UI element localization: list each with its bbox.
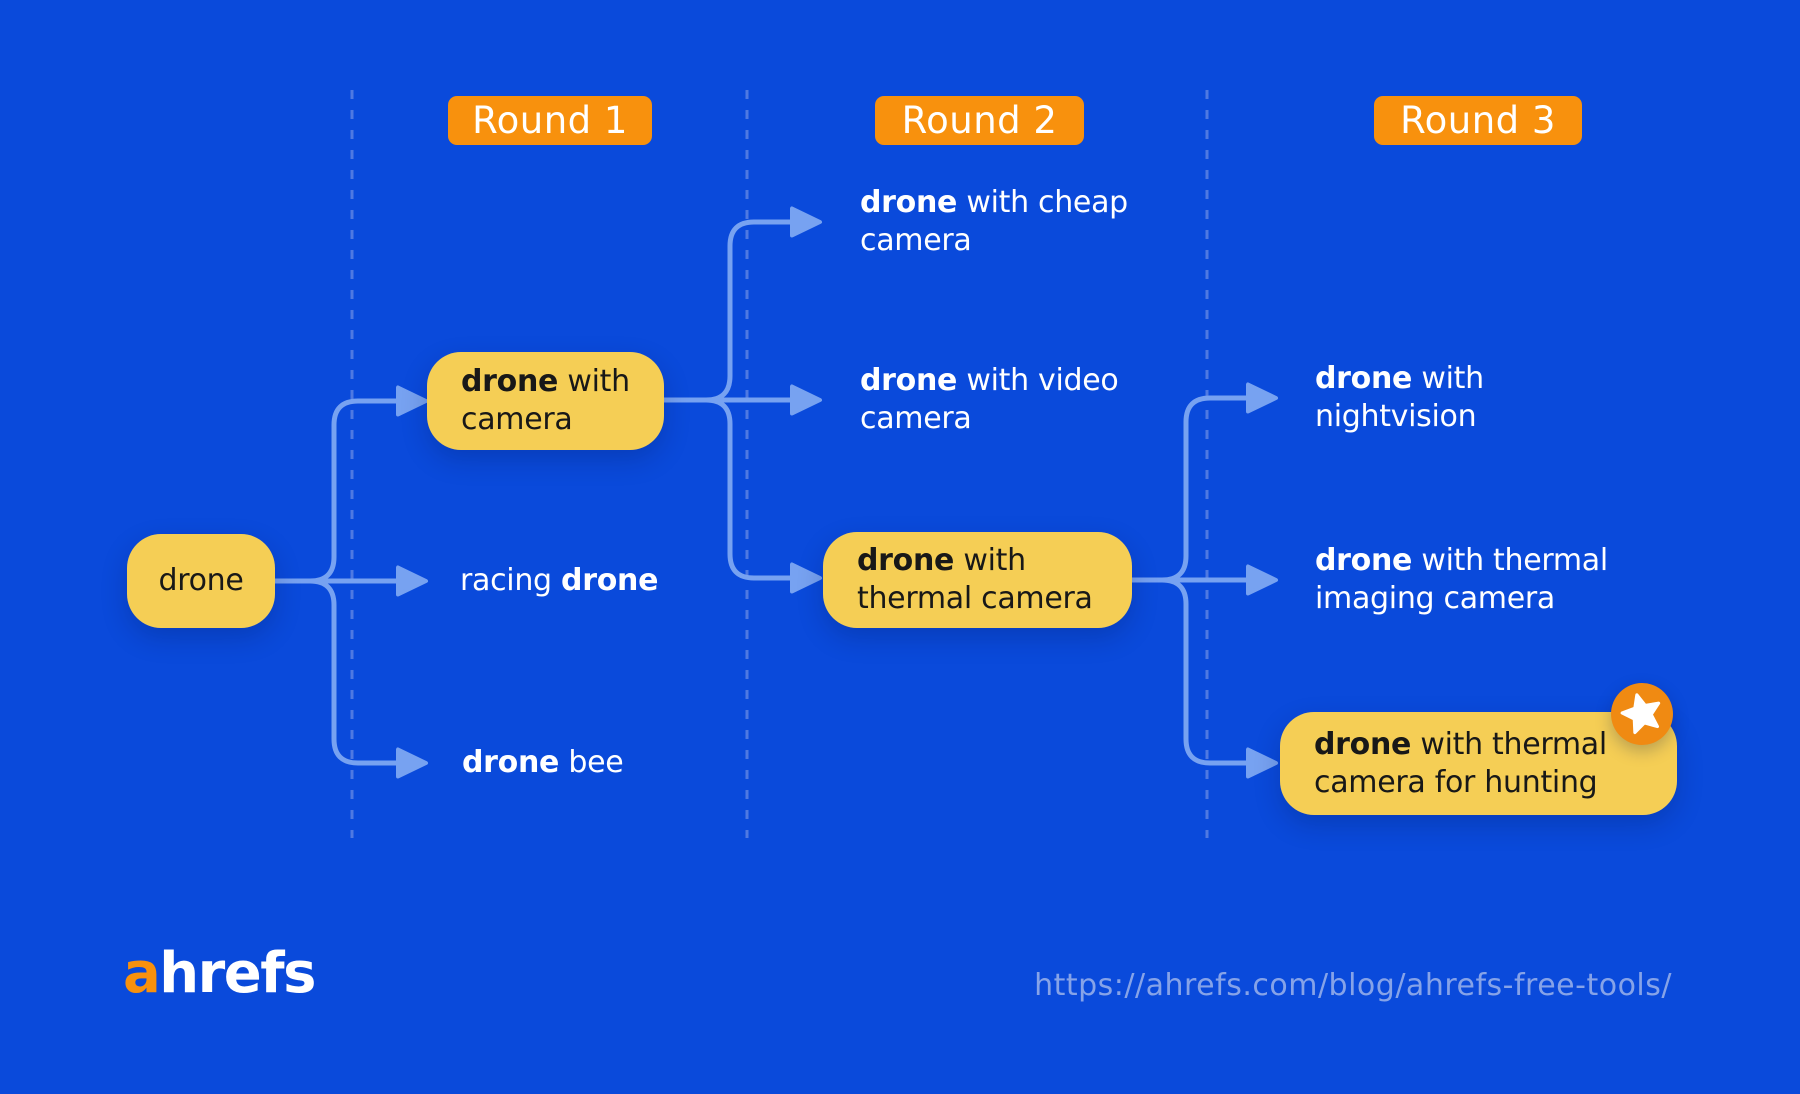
arrowhead (1246, 747, 1278, 779)
round-1-badge: Round 1 (448, 96, 652, 145)
keyword-drone-with-thermal-imaging-camera: drone with thermal imaging camera (1315, 543, 1608, 616)
star-icon (1620, 693, 1661, 735)
arrowhead (1246, 564, 1278, 596)
keyword-label: drone (158, 563, 244, 598)
connector-r2-up (661, 219, 795, 403)
arrowhead (790, 562, 822, 594)
keyword-drone-with-cheap-camera: drone with cheap camera (860, 185, 1128, 258)
source-url: https://ahrefs.com/blog/ahrefs-free-tool… (1034, 968, 1672, 1003)
keyword-drone-with-thermal-camera: drone with thermal camera (823, 532, 1132, 628)
ahrefs-logo: ahrefs (123, 941, 316, 1006)
round-3-badge: Round 3 (1374, 96, 1582, 145)
connector-r3-down (1129, 577, 1251, 766)
connector-r1-down (272, 578, 401, 766)
arrowhead (790, 206, 822, 238)
winner-star-badge (1611, 683, 1673, 745)
round-2-badge: Round 2 (875, 96, 1084, 145)
connector-r2-down (661, 397, 795, 581)
connector-r1-up (272, 398, 401, 584)
keyword-drone-bee: drone bee (462, 745, 624, 780)
keyword-drone-with-video-camera: drone with video camera (860, 363, 1119, 436)
keyword-drone: drone (127, 534, 275, 628)
keyword-label: drone with thermal camera (857, 543, 1093, 616)
ahrefs-logo-rest: hrefs (159, 941, 316, 1006)
keyword-racing-drone: racing drone (460, 563, 659, 598)
round-3-label: Round 3 (1400, 99, 1556, 142)
keyword-drone-with-thermal-camera-for-hunting: drone with thermal camera for hunting (1280, 712, 1677, 815)
keyword-label: drone with camera (461, 364, 630, 437)
round-2-label: Round 2 (901, 99, 1058, 142)
round-1-label: Round 1 (472, 99, 628, 142)
arrowhead (396, 385, 428, 417)
keyword-label: drone with thermal camera for hunting (1314, 726, 1607, 800)
ahrefs-logo-a: a (123, 941, 161, 1006)
keyword-drone-with-nightvision: drone with nightvision (1315, 361, 1484, 434)
arrowhead (396, 747, 428, 779)
arrowhead (1246, 382, 1278, 414)
arrowhead (396, 565, 428, 597)
keyword-drone-with-camera: drone with camera (427, 352, 664, 450)
arrowhead (790, 384, 822, 416)
